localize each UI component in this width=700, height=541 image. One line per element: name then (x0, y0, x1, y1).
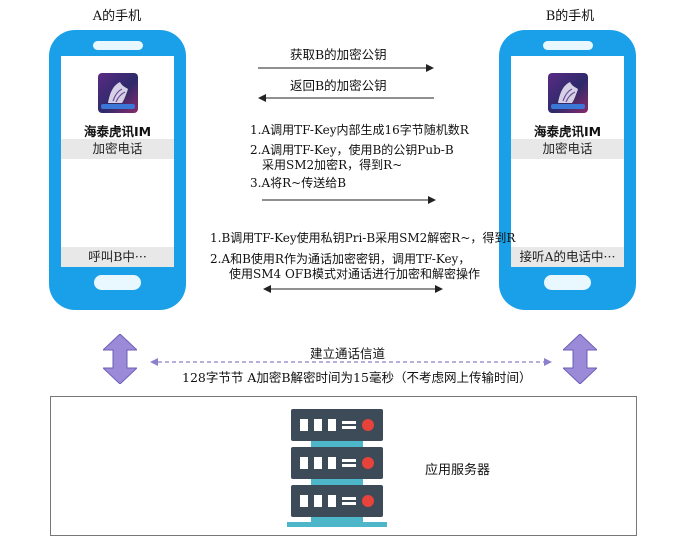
arrow-right-icon (262, 196, 436, 204)
dashed-double-arrow-icon (150, 358, 552, 366)
server-rack-icon (287, 409, 387, 527)
encrypted-call-bar[interactable]: 加密电话 (61, 139, 174, 159)
home-button[interactable] (94, 275, 141, 290)
step-a-2-line1: 2.A调用TF-Key，使用B的公钥Pub-B (250, 143, 454, 157)
app-name: 海泰虎讯IM (83, 124, 152, 139)
app-name: 海泰虎讯IM (533, 124, 602, 139)
arrow-right-icon (258, 64, 434, 72)
arrow-left-icon (258, 94, 434, 102)
step-b-2-line2: 使用SM4 OFB模式对通话进行加密和解密操作 (229, 267, 480, 281)
return-key-label: 返回B的加密公钥 (290, 78, 387, 93)
server-label: 应用服务器 (425, 463, 491, 478)
speaker-icon (543, 41, 593, 50)
get-key-label: 获取B的加密公钥 (290, 47, 387, 62)
double-arrow-icon (263, 285, 443, 293)
home-button[interactable] (544, 275, 591, 290)
phone-a-label: A的手机 (92, 9, 142, 24)
encrypted-call-bar[interactable]: 加密电话 (511, 139, 624, 159)
phone-b-label: B的手机 (545, 9, 595, 24)
phone-a: 海泰虎讯IM 加密电话 呼叫B中··· (49, 30, 186, 310)
tiger-logo-icon (548, 73, 588, 113)
step-a-1: 1.A调用TF-Key内部生成16字节随机数R (250, 123, 469, 137)
vertical-double-arrow-icon (563, 334, 597, 384)
step-b-1: 1.B调用TF-Key使用私钥Pri-B采用SM2解密R~，得到R (210, 231, 516, 245)
phone-b-screen: 海泰虎讯IM 加密电话 接听A的电话中··· (511, 56, 624, 267)
channel-timing: 128字节节 A加密B解密时间为15毫秒（不考虑网上传输时间） (182, 370, 532, 385)
call-status-bar: 呼叫B中··· (61, 247, 174, 267)
vertical-double-arrow-icon (103, 334, 137, 384)
server-panel: 应用服务器 (50, 396, 637, 536)
speaker-icon (93, 41, 143, 50)
tiger-logo-icon (98, 73, 138, 113)
phone-a-screen: 海泰虎讯IM 加密电话 呼叫B中··· (61, 56, 174, 267)
call-status-bar: 接听A的电话中··· (511, 247, 624, 267)
step-b-2-line1: 2.A和B使用R作为通话加密密钥，调用TF-Key， (210, 252, 471, 266)
step-a-3: 3.A将R~传送给B (250, 176, 347, 190)
phone-b: 海泰虎讯IM 加密电话 接听A的电话中··· (499, 30, 636, 310)
step-a-2-line2: 采用SM2加密R，得到R~ (262, 158, 403, 172)
channel-label: 建立通话信道 (310, 346, 386, 361)
